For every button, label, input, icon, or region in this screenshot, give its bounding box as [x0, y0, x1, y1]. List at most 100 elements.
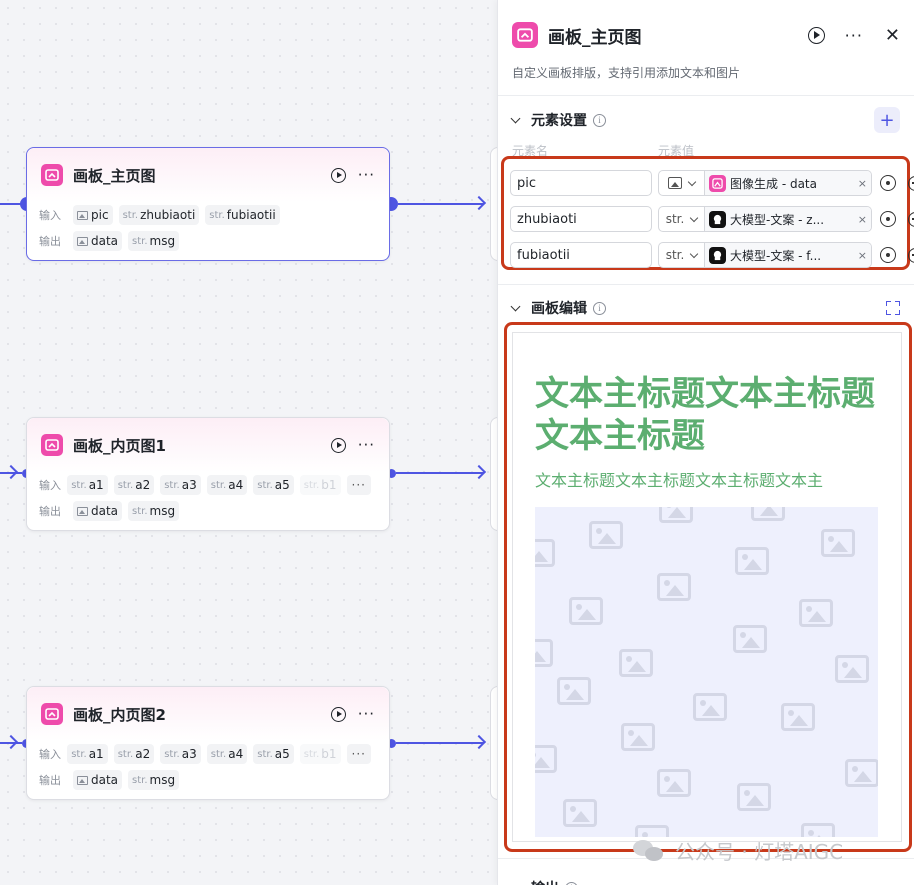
watermark: 公众号 · 灯塔AIGC: [633, 836, 843, 865]
chevron-down-icon: [690, 249, 699, 258]
canvas-main-title[interactable]: 文本主标题文本主标题文本主标题: [535, 374, 875, 456]
variable-select-icon[interactable]: [880, 247, 896, 263]
chevron-down-icon: [687, 177, 697, 186]
more-icon[interactable]: ···: [844, 25, 863, 45]
node-title: 画板_内页图1: [73, 436, 166, 455]
more-inputs-button[interactable]: ···: [346, 475, 371, 495]
chevron-down-icon[interactable]: [510, 881, 521, 885]
input-chip: str.a5: [253, 744, 294, 764]
remove-reference-icon[interactable]: ×: [857, 248, 867, 262]
type-select[interactable]: [659, 171, 705, 195]
more-icon[interactable]: ···: [357, 435, 375, 454]
image-placeholder-icon: [557, 677, 591, 705]
canvas-node-inner-1[interactable]: 画板_内页图1 ··· 输入 str.a1 str.a2 str.a3 str.…: [26, 417, 390, 531]
element-row: zhubiaoti str. 大模型-文案 - z... ×: [510, 205, 914, 233]
canvas-node-inner-2[interactable]: 画板_内页图2 ··· 输入 str.a1 str.a2 str.a3 str.…: [26, 686, 390, 800]
add-element-button[interactable]: +: [874, 107, 900, 133]
image-placeholder-icon: [821, 529, 855, 557]
input-label: 输入: [39, 748, 61, 761]
input-chip: str.a2: [113, 475, 155, 495]
type-select[interactable]: str.: [659, 207, 705, 231]
run-icon[interactable]: [330, 167, 346, 183]
section-divider: [498, 858, 914, 859]
image-placeholder-icon: [535, 639, 553, 667]
element-settings-header[interactable]: 元素设置 i +: [498, 100, 914, 140]
element-name-input[interactable]: zhubiaoti: [510, 206, 652, 232]
close-icon[interactable]: ✕: [884, 24, 900, 46]
image-placeholder-icon: [621, 723, 655, 751]
run-icon[interactable]: [807, 26, 825, 44]
output-chip: data: [73, 501, 123, 521]
image-placeholder-icon: [535, 745, 557, 773]
more-icon[interactable]: ···: [357, 165, 375, 184]
info-icon[interactable]: i: [593, 113, 606, 127]
node-outputs-row: 输出 data str.msg: [27, 767, 389, 793]
expand-icon[interactable]: [886, 301, 900, 315]
run-icon[interactable]: [330, 437, 346, 453]
variable-select-icon[interactable]: [880, 211, 896, 227]
image-placeholder-icon: [737, 783, 771, 811]
connection-edge: [0, 472, 22, 474]
type-select[interactable]: str.: [659, 243, 705, 267]
section-title: 画板编辑: [531, 301, 587, 317]
node-output-port[interactable]: [387, 469, 396, 478]
node-header: 画板_主页图 ···: [27, 148, 389, 202]
node-output-port[interactable]: [387, 739, 396, 748]
image-placeholder-icon: [619, 649, 653, 677]
image-placeholder-icon: [801, 823, 835, 837]
image-placeholder-icon: [635, 825, 669, 837]
output-chip: str.msg: [128, 501, 180, 521]
remove-element-icon[interactable]: [908, 211, 914, 227]
image-placeholder-icon: [799, 599, 833, 627]
input-chip: str.b1: [299, 475, 341, 495]
highlight-box: [504, 322, 912, 852]
canvas-node-main[interactable]: 画板_主页图 ··· 输入 pic str.zhubiaoti str.fubi…: [26, 147, 390, 261]
edge-arrow-icon: [471, 734, 487, 750]
image-type-icon: [77, 506, 88, 516]
image-placeholder-icon: [733, 625, 767, 653]
canvas-edit-header[interactable]: 画板编辑 i: [498, 288, 914, 328]
element-name-input[interactable]: pic: [510, 170, 652, 196]
element-value-field[interactable]: 图像生成 - data ×: [658, 170, 872, 196]
remove-element-icon[interactable]: [908, 247, 914, 263]
info-icon[interactable]: i: [593, 301, 606, 315]
input-chip: str.a2: [113, 744, 155, 764]
output-label: 输出: [39, 235, 61, 248]
variable-select-icon[interactable]: [880, 175, 896, 191]
remove-element-icon[interactable]: [908, 175, 914, 191]
image-placeholder-icon: [589, 521, 623, 549]
connection-edge: [398, 203, 484, 205]
output-chip: str.msg: [128, 770, 180, 790]
element-value-field[interactable]: str. 大模型-文案 - f... ×: [658, 242, 872, 268]
element-value-field[interactable]: str. 大模型-文案 - z... ×: [658, 206, 872, 232]
canvas-editor[interactable]: 文本主标题文本主标题文本主标题 文本主标题文本主标题文本主标题文本主: [512, 332, 902, 842]
run-icon[interactable]: [330, 706, 346, 722]
more-icon[interactable]: ···: [357, 704, 375, 723]
chevron-down-icon: [690, 213, 699, 222]
connection-edge: [0, 742, 22, 744]
remove-reference-icon[interactable]: ×: [857, 212, 867, 226]
highlight-box: [501, 156, 910, 270]
chevron-down-icon[interactable]: [510, 301, 521, 312]
chevron-down-icon[interactable]: [510, 113, 521, 124]
element-row: fubiaotii str. 大模型-文案 - f... ×: [510, 241, 914, 269]
remove-reference-icon[interactable]: ×: [857, 176, 867, 190]
edge-arrow-icon: [471, 464, 487, 480]
image-type-icon: [77, 210, 88, 220]
more-inputs-button[interactable]: ···: [346, 744, 371, 764]
output-section-header[interactable]: 输出 i: [498, 868, 592, 885]
canvas-board-icon: [41, 434, 63, 456]
connection-edge: [396, 742, 484, 744]
info-icon[interactable]: i: [565, 881, 578, 885]
image-placeholder-icon: [781, 703, 815, 731]
input-chip: str.a5: [253, 475, 294, 495]
canvas-image-placeholder[interactable]: [535, 507, 878, 837]
input-chip: str.a3: [160, 744, 201, 764]
wechat-icon: [633, 838, 667, 864]
node-header: 画板_内页图1 ···: [27, 418, 389, 472]
input-chip: pic: [73, 205, 113, 225]
input-chip: str.zhubiaoti: [118, 205, 200, 225]
element-name-input[interactable]: fubiaotii: [510, 242, 652, 268]
canvas-sub-title[interactable]: 文本主标题文本主标题文本主标题文本主: [535, 471, 824, 490]
canvas-board-icon: [41, 703, 63, 725]
